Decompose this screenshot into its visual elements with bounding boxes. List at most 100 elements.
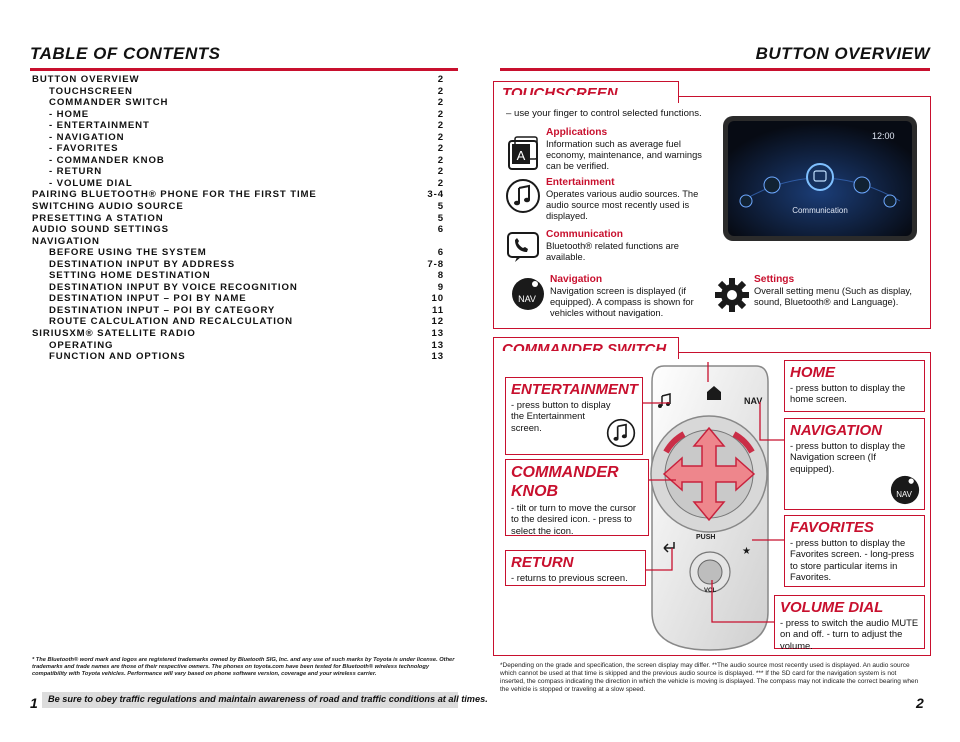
touchscreen-intro: – use your finger to control selected fu… [506,108,702,119]
commander-knob-callout: COMMANDER KNOB - tilt or turn to move th… [505,459,649,536]
toc-entry-label: DESTINATION INPUT – POI BY NAME [49,293,247,305]
toc-entry-page: 2 [437,97,444,109]
toc-entry-label: NAVIGATION [32,235,100,247]
toc-header: TABLE OF CONTENTS [30,44,221,63]
toc-entry-page: 2 [437,143,444,155]
screen-time: 12:00 [872,131,895,141]
navigation-feature: Navigation Navigation screen is displaye… [550,274,710,319]
toc-entry-page: 13 [431,339,444,351]
header-rule-right [500,68,930,71]
communication-feature: Communication Bluetooth® related functio… [546,229,714,263]
navigation-icon: NAV [512,278,544,310]
volume-desc: - press to switch the audio MUTE on and … [780,617,919,651]
toc-entry-page: 3-4 [427,189,444,201]
toc-entry: AUDIO SOUND SETTINGS 6 [32,224,444,236]
toc-entry-page: 2 [437,108,444,120]
button-overview-header: BUTTON OVERVIEW [755,44,930,63]
toc-entry-label: AUDIO SOUND SETTINGS [32,224,169,236]
entertainment-callout: ENTERTAINMENT - press button to display … [505,377,643,455]
toc-entry-label: - ENTERTAINMENT [49,120,150,132]
toc-entry-page: 11 [432,304,444,316]
toc-entry: - COMMANDER KNOB 2 [32,155,444,167]
toc-entry-label: - COMMANDER KNOB [49,154,165,166]
nav-badge-text: NAV [896,490,912,499]
toc-entry-label: COMMANDER SWITCH [49,97,169,109]
favorites-title: FAVORITES [790,519,874,536]
entertainment-feature: Entertainment Operates various audio sou… [546,177,714,222]
applications-title: Applications [546,127,608,138]
toc-entry-page: 2 [437,120,444,132]
device-push-label: PUSH [696,534,715,541]
touchscreen-panel [493,96,931,329]
toc-entry-label: FUNCTION AND OPTIONS [49,351,186,363]
toc-entry-label: ROUTE CALCULATION AND RECALCULATION [49,316,293,328]
toc-entry-label: TOUCHSCREEN [49,85,133,97]
navigation-callout: NAVIGATION - press button to display the… [784,418,925,510]
toc-entry: OPERATING 13 [32,340,444,352]
tab-joint [495,95,678,99]
navigation-desc: Navigation screen is displayed (if equip… [550,286,694,318]
navigation-icon: NAV [890,475,920,505]
toc-entry: NAVIGATION [32,236,444,248]
toc-entry-label: - HOME [49,108,90,120]
page-number-right: 2 [916,695,924,711]
toc-entry-page: 7-8 [427,258,444,270]
settings-title: Settings [754,274,795,285]
return-callout: RETURN - returns to previous screen. [505,550,646,586]
toc-entry-label: SETTING HOME DESTINATION [49,270,211,282]
gear-icon [715,278,749,312]
toc-entry-label: OPERATING [49,339,114,351]
toc-entry-page: 2 [437,85,444,97]
favorites-desc: - press button to display the Favorites … [790,537,915,582]
applications-feature: Applications Information such as average… [546,127,714,172]
safety-notice: Be sure to obey traffic regulations and … [42,692,488,708]
communication-title: Communication [546,229,623,240]
phone-icon [507,232,539,262]
nav-badge-text: NAV [518,294,536,304]
toc-entry: - HOME 2 [32,109,444,121]
volume-title: VOLUME DIAL [780,599,884,616]
toc-entry-label: - VOLUME DIAL [49,177,133,189]
toc-entry-page: 6 [437,247,444,259]
toc-entry: COMMANDER SWITCH 2 [32,97,444,109]
entertainment-callout-desc: - press button to display the Entertainm… [511,399,611,433]
knob-title: COMMANDER KNOB [511,464,619,500]
toc-entry: TOUCHSCREEN 2 [32,86,444,98]
home-callout: HOME - press button to display the home … [784,360,925,412]
knob-desc: - tilt or turn to move the cursor to the… [511,502,637,536]
device-return-icon [663,542,675,553]
device-music-icon [661,393,671,406]
toc-entry-label: SWITCHING AUDIO SOURCE [32,201,184,213]
toc-entry-label: BEFORE USING THE SYSTEM [49,247,207,259]
settings-desc: Overall setting menu (Such as display, s… [754,286,912,307]
toc-entry-page: 6 [437,224,444,236]
header-rule-left [30,68,458,71]
music-note-icon [606,418,636,448]
screen-footnotes: *Depending on the grade and specificatio… [500,662,919,693]
commander-device-illustration: NAV PUSH ★ VOL [650,365,769,651]
toc-entry: PAIRING BLUETOOTH® PHONE FOR THE FIRST T… [32,189,444,201]
toc-entry-page: 9 [437,281,444,293]
return-title: RETURN [511,554,574,571]
applications-icon: A [508,136,538,170]
toc-entry-page: 5 [437,201,444,213]
tab-joint [495,351,678,355]
toc-entry-label: DESTINATION INPUT BY VOICE RECOGNITION [49,281,298,293]
touchscreen-illustration: 12:00 Communication [723,116,917,241]
music-note-icon [506,179,540,213]
screen-label: Communication [792,206,848,215]
trademark-footnote: * The Bluetooth® word mark and logos are… [32,657,455,677]
home-title: HOME [790,364,835,381]
toc-entry-page: 2 [437,154,444,166]
